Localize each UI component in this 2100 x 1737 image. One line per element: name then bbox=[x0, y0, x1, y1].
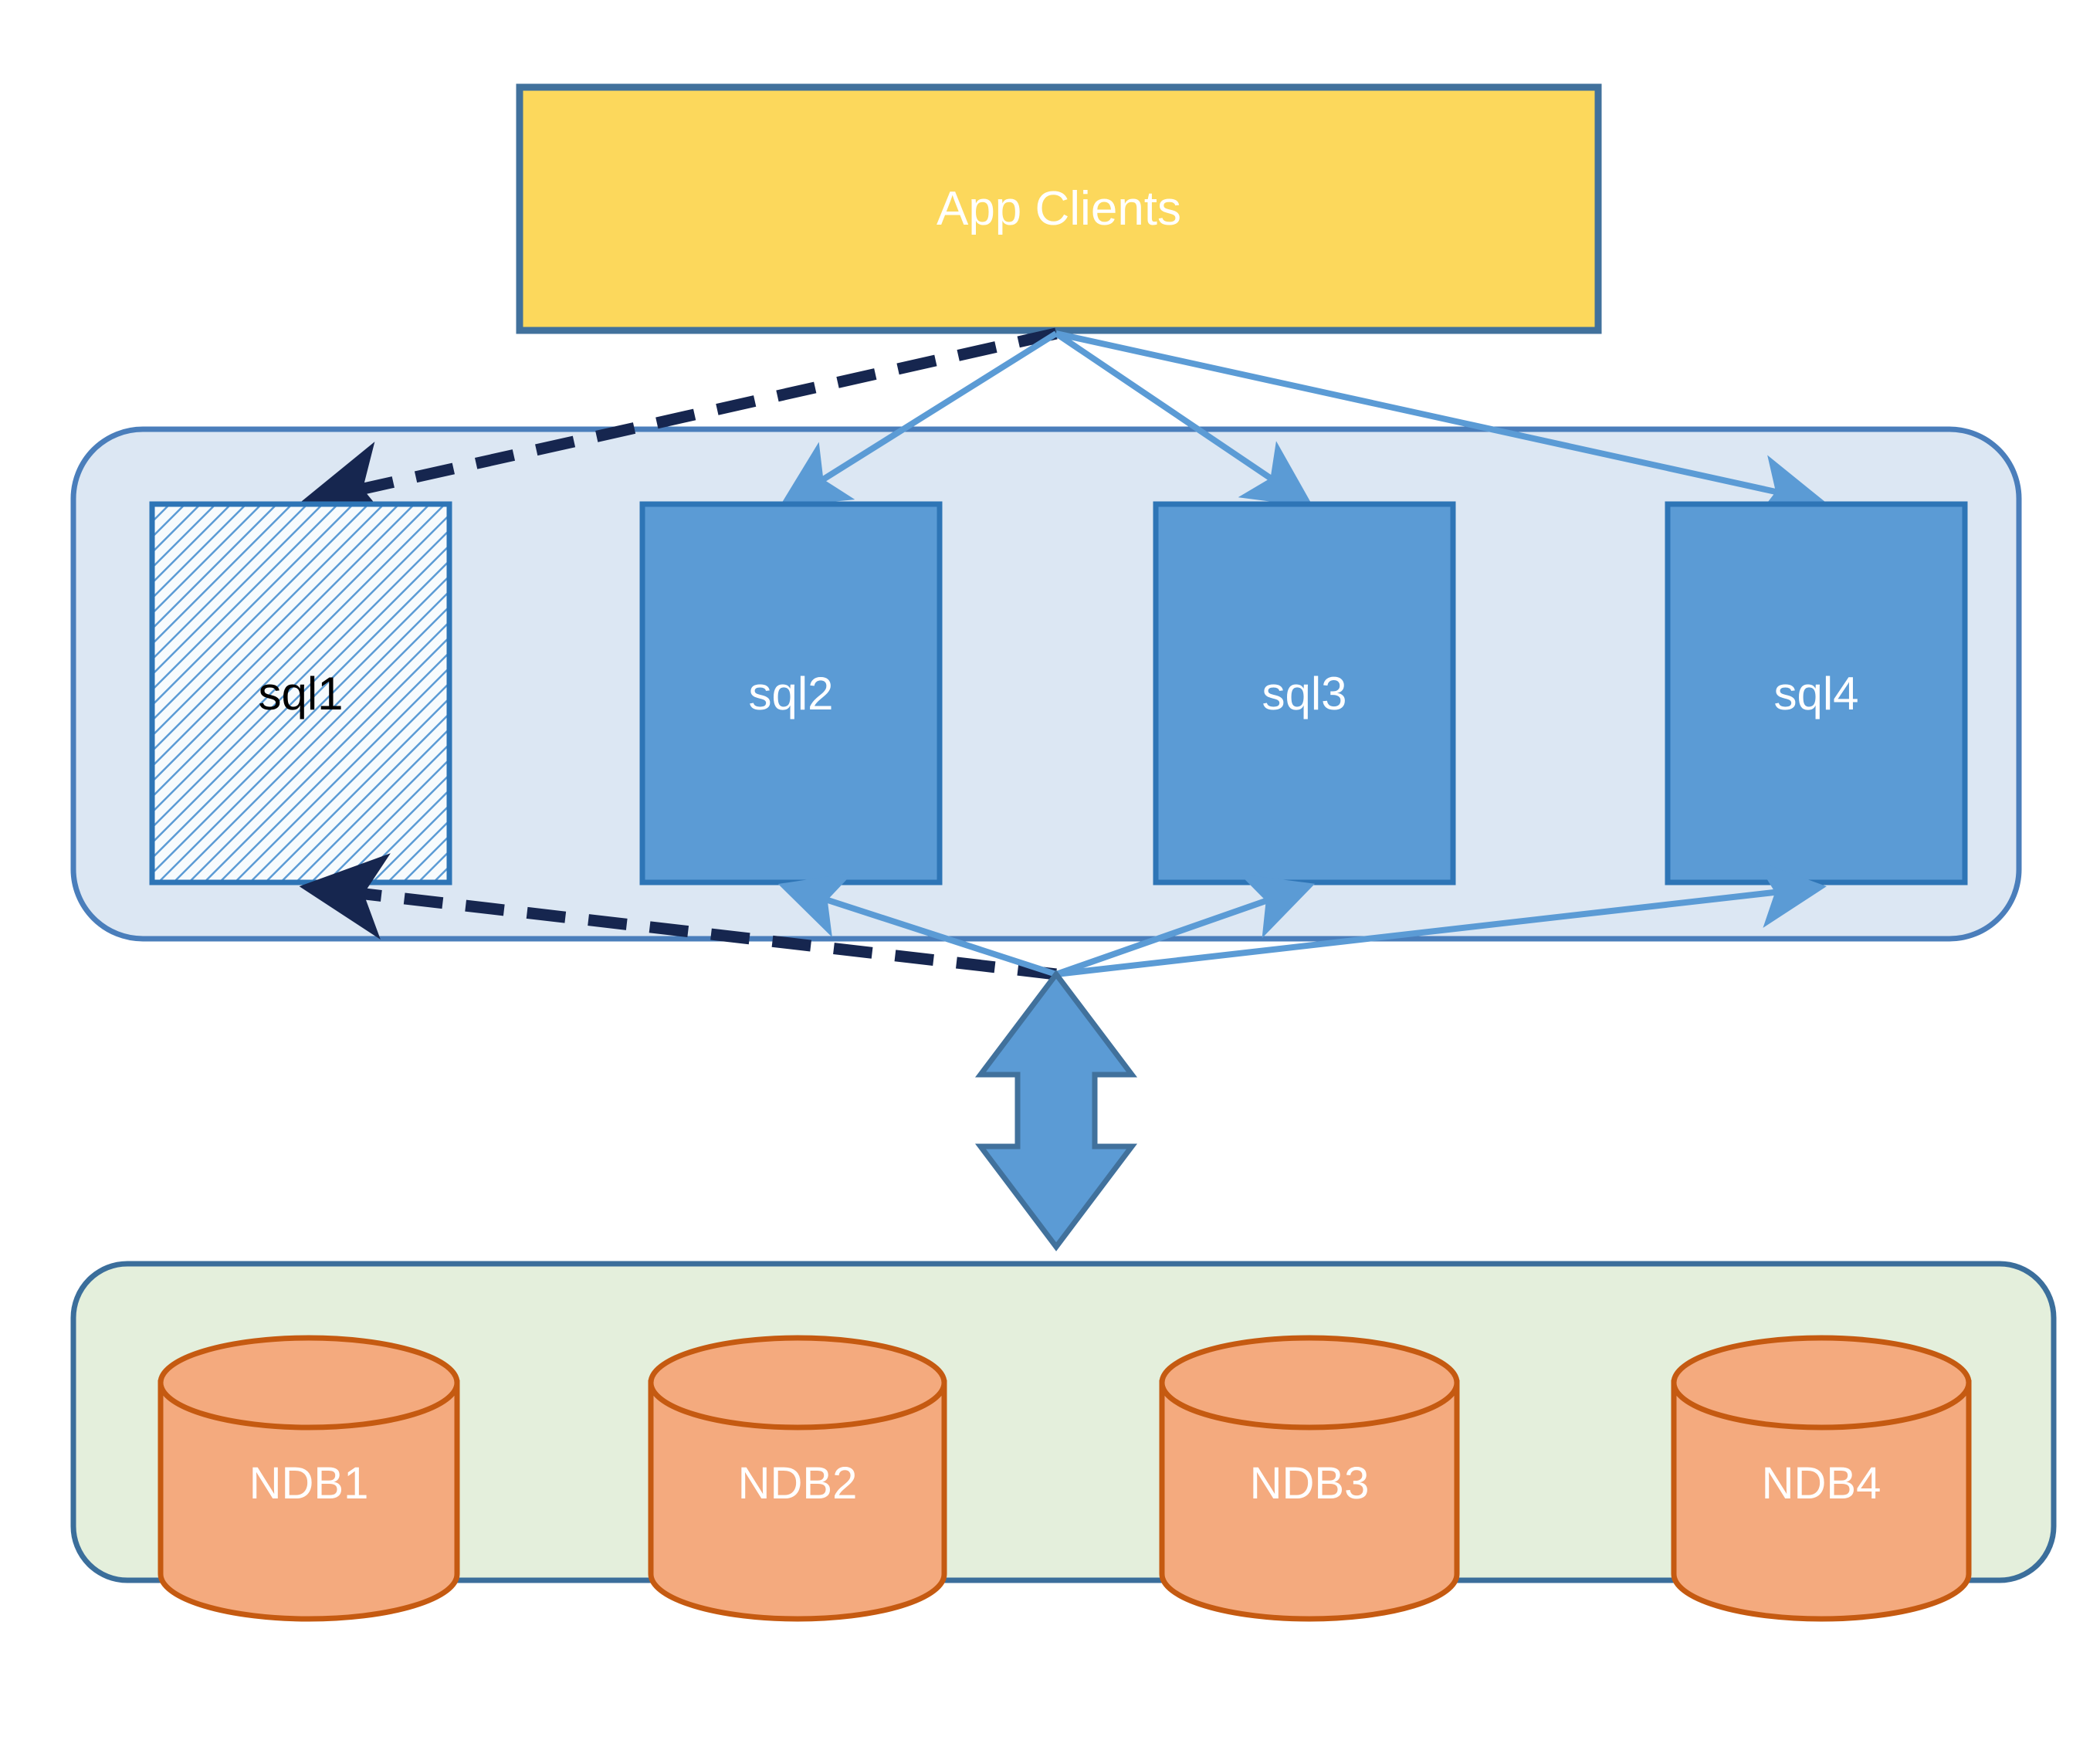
connector-app-to-sql1-dashed bbox=[299, 327, 1058, 527]
connector-hub-to-sql3 bbox=[1055, 874, 1316, 977]
sql-tier-container bbox=[70, 426, 2022, 942]
connector-app-to-sql3 bbox=[1054, 330, 1314, 507]
sql-node-sql3[interactable] bbox=[1153, 501, 1456, 885]
ndb-node-ndb4[interactable] bbox=[1671, 1335, 1972, 1622]
ndb-node-ndb3[interactable] bbox=[1159, 1335, 1460, 1622]
app-to-sql-connectors bbox=[299, 327, 1827, 527]
connector-app-to-sql4 bbox=[1055, 330, 1827, 522]
connector-app-to-sql2 bbox=[779, 330, 1058, 507]
ndb-node-ndb2[interactable] bbox=[648, 1335, 947, 1622]
ndb-hub-to-sql-connectors bbox=[299, 853, 1827, 980]
connector-hub-to-sql1-dashed bbox=[299, 853, 1057, 980]
connector-hub-to-sql4 bbox=[1055, 860, 1827, 977]
bidirectional-sync-arrow bbox=[974, 970, 1138, 1251]
connector-hub-to-sql2 bbox=[777, 872, 1058, 977]
ndb-tier-container bbox=[70, 1261, 2057, 1583]
ndb-node-ndb1[interactable] bbox=[158, 1335, 460, 1622]
app-clients-box[interactable] bbox=[516, 83, 1602, 334]
sql-node-sql1[interactable] bbox=[149, 501, 452, 885]
sql-node-sql2[interactable] bbox=[639, 501, 943, 885]
sql-node-sql4[interactable] bbox=[1665, 501, 1968, 885]
